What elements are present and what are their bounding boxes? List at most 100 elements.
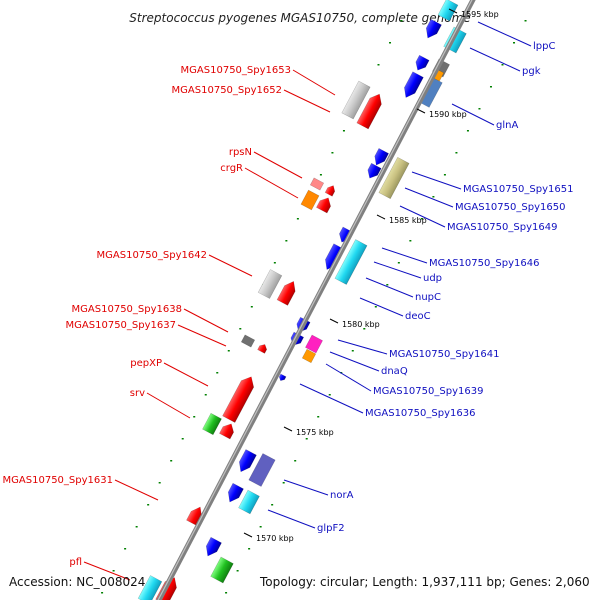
- gene-block-srv: [202, 412, 222, 436]
- kbp-tick-mark: [448, 8, 458, 14]
- gene-block-spy1642: [257, 269, 283, 299]
- right-gene-leader-line: [381, 247, 428, 264]
- kbp-tick-label: 1575 kbp: [296, 428, 334, 437]
- kbp-tick-label: 1580 kbp: [342, 320, 380, 329]
- right-gene-leader-line: [329, 351, 380, 372]
- gene-block-spy1653: [341, 80, 371, 120]
- right-gene-leader-line: [325, 363, 372, 392]
- kbp-tick-label: 1585 kbp: [389, 216, 427, 225]
- genome-backbone: [156, 0, 476, 600]
- left-gene-label: rpsN: [229, 147, 252, 158]
- gene-block-pfl-cyan: [137, 575, 163, 600]
- gene-block-srv-arrow: [219, 423, 234, 440]
- right-gene-leader-line: [451, 103, 495, 126]
- right-gene-leader-line: [411, 171, 462, 190]
- right-gene-leader-line: [399, 205, 446, 228]
- left-gene-label: MGAS10750_Spy1652: [172, 85, 282, 96]
- gene-block-rpsn: [309, 177, 325, 191]
- gene-block-spy1636: [278, 373, 287, 381]
- right-gene-leader-line: [283, 479, 329, 496]
- left-gene-label: srv: [130, 388, 145, 399]
- right-gene-leader-line: [337, 339, 388, 355]
- gene-block-spy1650: [378, 156, 410, 200]
- right-gene-label: MGAS10750_Spy1641: [389, 349, 499, 360]
- gene-block-pgk-arrow: [415, 54, 430, 71]
- gene-block-crgr-arrow: [316, 197, 331, 214]
- kbp-tick-mark: [329, 318, 339, 324]
- right-gene-label: glnA: [496, 120, 518, 131]
- genome-summary-text: Topology: circular; Length: 1,937,111 bp…: [260, 575, 590, 589]
- gene-block-nora-arrow: [239, 449, 257, 473]
- right-gene-label: glpF2: [317, 523, 345, 534]
- gene-block-glpf2-arrow: [227, 482, 244, 503]
- left-gene-leader-line: [208, 254, 253, 277]
- right-gene-label: MGAS10750_Spy1651: [463, 184, 573, 195]
- right-gene-label: dnaQ: [381, 366, 408, 377]
- left-gene-label: MGAS10750_Spy1642: [97, 250, 207, 261]
- gene-block-nora: [248, 453, 276, 487]
- left-gene-leader-line: [244, 167, 299, 199]
- left-gene-leader-line: [177, 324, 227, 347]
- right-gene-leader-line: [404, 187, 454, 208]
- right-gene-label: norA: [330, 490, 354, 501]
- right-gene-leader-line: [373, 261, 422, 279]
- left-gene-leader-line: [163, 362, 209, 387]
- kbp-tick-mark: [376, 214, 386, 220]
- right-gene-label: MGAS10750_Spy1646: [429, 258, 539, 269]
- gene-block-lower-blue: [205, 536, 222, 557]
- right-gene-label: udp: [423, 273, 442, 284]
- gene-block-spy1642-arrow: [276, 281, 296, 306]
- kbp-tick-label: 1590 kbp: [429, 110, 467, 119]
- gene-block-spy1651b: [367, 162, 382, 179]
- right-gene-leader-line: [299, 383, 364, 414]
- left-gene-label: crgR: [220, 163, 243, 174]
- right-gene-leader-line: [365, 277, 414, 298]
- gene-block-nupc: [334, 239, 368, 285]
- map-title: Streptococcus pyogenes MGAS10750, comple…: [129, 11, 470, 25]
- track-guide-dots: [101, 20, 527, 594]
- kbp-tick-mark: [416, 108, 426, 114]
- right-gene-leader-line: [267, 509, 316, 529]
- left-gene-leader-line: [183, 308, 229, 333]
- right-gene-leader-line: [469, 47, 521, 72]
- gene-block-lppc: [425, 18, 442, 39]
- right-gene-label: deoC: [405, 311, 431, 322]
- right-gene-label: MGAS10750_Spy1639: [373, 386, 483, 397]
- kbp-tick-mark: [243, 532, 253, 538]
- gene-block-crgr: [300, 189, 320, 211]
- right-gene-label: pgk: [522, 66, 541, 77]
- gene-block-glna: [404, 71, 424, 98]
- gene-block-lppc-region: [437, 0, 459, 22]
- left-gene-leader-line: [83, 561, 131, 581]
- gene-block-spy1651: [374, 148, 389, 166]
- kbp-tick-label: 1595 kbp: [461, 10, 499, 19]
- left-gene-label: MGAS10750_Spy1653: [181, 65, 291, 76]
- left-gene-leader-line: [146, 392, 191, 419]
- accession-text: Accession: NC_008024: [9, 575, 146, 589]
- gene-block-dnaq: [305, 334, 323, 354]
- left-gene-label: MGAS10750_Spy1631: [3, 475, 113, 486]
- kbp-tick-label: 1570 kbp: [256, 534, 294, 543]
- gene-block-spy1652: [356, 93, 382, 130]
- right-gene-label: nupC: [415, 292, 441, 303]
- right-gene-label: lppC: [533, 41, 555, 52]
- left-gene-leader-line: [114, 479, 159, 501]
- gene-block-pepxp: [222, 376, 254, 423]
- gene-block-spy1638: [240, 334, 256, 348]
- left-gene-label: MGAS10750_Spy1637: [66, 320, 176, 331]
- gene-block-lower-green: [210, 556, 234, 584]
- right-gene-leader-line: [477, 21, 532, 47]
- left-gene-leader-line: [292, 69, 336, 96]
- right-gene-leader-line: [359, 297, 404, 317]
- left-gene-label: pepXP: [130, 358, 162, 369]
- gene-block-spy1639: [301, 348, 317, 364]
- right-gene-label: MGAS10750_Spy1650: [455, 202, 565, 213]
- left-gene-label: pfl: [69, 557, 82, 568]
- left-gene-leader-line: [253, 151, 303, 179]
- right-gene-label: MGAS10750_Spy1649: [447, 222, 557, 233]
- gene-block-spy1637: [257, 344, 267, 354]
- kbp-ticks: 1595 kbp 1590 kbp 1585 kbp 1580 kbp 1575 kbp…: [243, 8, 499, 543]
